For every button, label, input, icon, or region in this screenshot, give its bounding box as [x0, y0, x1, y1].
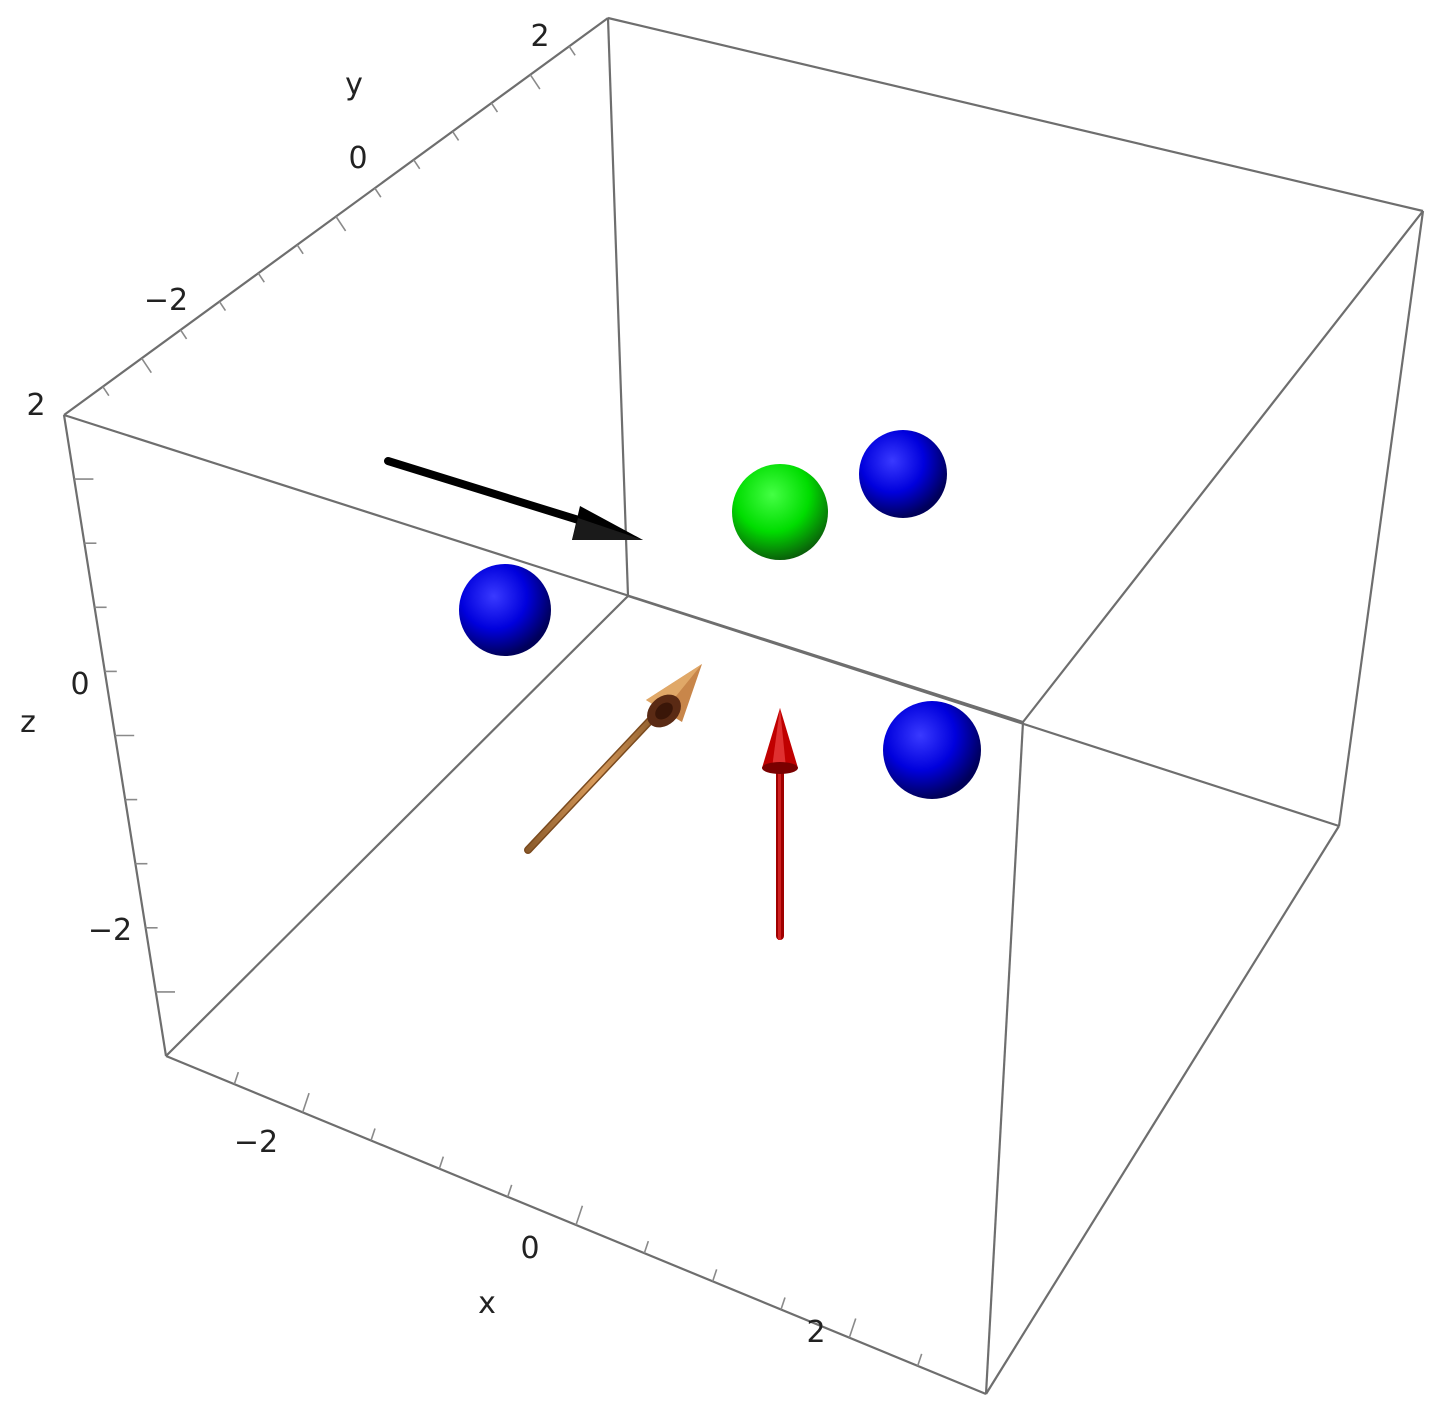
tick-mark — [413, 159, 421, 170]
y-tick-label: 0 — [348, 141, 367, 176]
tick-mark — [233, 1071, 240, 1085]
box-edge — [1022, 210, 1424, 723]
box-edge — [63, 413, 1024, 724]
tick-mark — [451, 130, 460, 141]
box-edge — [985, 825, 1340, 1395]
z-axis-tick-labels: 2 0 −2 z — [20, 388, 132, 948]
tick-mark — [438, 1156, 445, 1169]
x-tick-label: 2 — [806, 1315, 825, 1350]
red-arrow — [762, 708, 798, 940]
tick-mark — [301, 1092, 310, 1113]
tick-mark — [848, 1318, 857, 1338]
x-axis-tick-labels: −2 0 2 x — [234, 1125, 826, 1350]
blue-sphere-left — [459, 564, 551, 656]
z-tick-label: 2 — [26, 388, 45, 423]
box-edge — [606, 17, 630, 597]
tick-mark — [218, 301, 227, 312]
tick-mark — [335, 216, 347, 232]
tick-mark — [370, 1128, 376, 1141]
green-sphere — [732, 464, 828, 560]
tick-mark — [374, 187, 382, 198]
z-axis-label: z — [20, 705, 36, 740]
y-tick-label: 2 — [530, 19, 549, 54]
tick-mark — [102, 386, 110, 397]
tick-mark — [179, 329, 188, 340]
y-axis-label: y — [345, 67, 363, 102]
tick-mark — [490, 102, 499, 113]
z-tick-label: −2 — [88, 913, 132, 948]
tick-mark — [568, 45, 576, 56]
blue-sphere-right — [883, 701, 981, 799]
z-tick-label: 0 — [70, 667, 89, 702]
box-edge — [984, 721, 1025, 1395]
box-edge — [165, 595, 629, 1057]
black-arrow — [384, 457, 643, 540]
tick-mark — [529, 74, 541, 90]
box-edge — [1337, 210, 1425, 827]
x-tick-label: −2 — [234, 1125, 278, 1160]
blue-sphere-back — [859, 430, 947, 518]
orange-arrow — [524, 664, 702, 854]
y-tick-label: −2 — [144, 283, 188, 318]
tick-mark — [141, 357, 152, 374]
tick-mark — [575, 1205, 584, 1226]
x-tick-label: 0 — [520, 1231, 539, 1266]
tick-mark — [711, 1269, 718, 1282]
tick-mark — [257, 272, 265, 283]
y-axis-tick-labels: 2 0 −2 y — [144, 19, 550, 318]
tick-mark — [916, 1353, 923, 1367]
tick-mark — [506, 1184, 513, 1198]
tick-mark — [643, 1240, 650, 1254]
box-edge — [607, 16, 1424, 213]
bounding-box — [62, 16, 1425, 1396]
axis-ticks — [74, 45, 923, 1367]
tick-mark — [296, 244, 304, 255]
tick-mark — [780, 1297, 786, 1310]
x-axis-label: x — [478, 1286, 496, 1321]
